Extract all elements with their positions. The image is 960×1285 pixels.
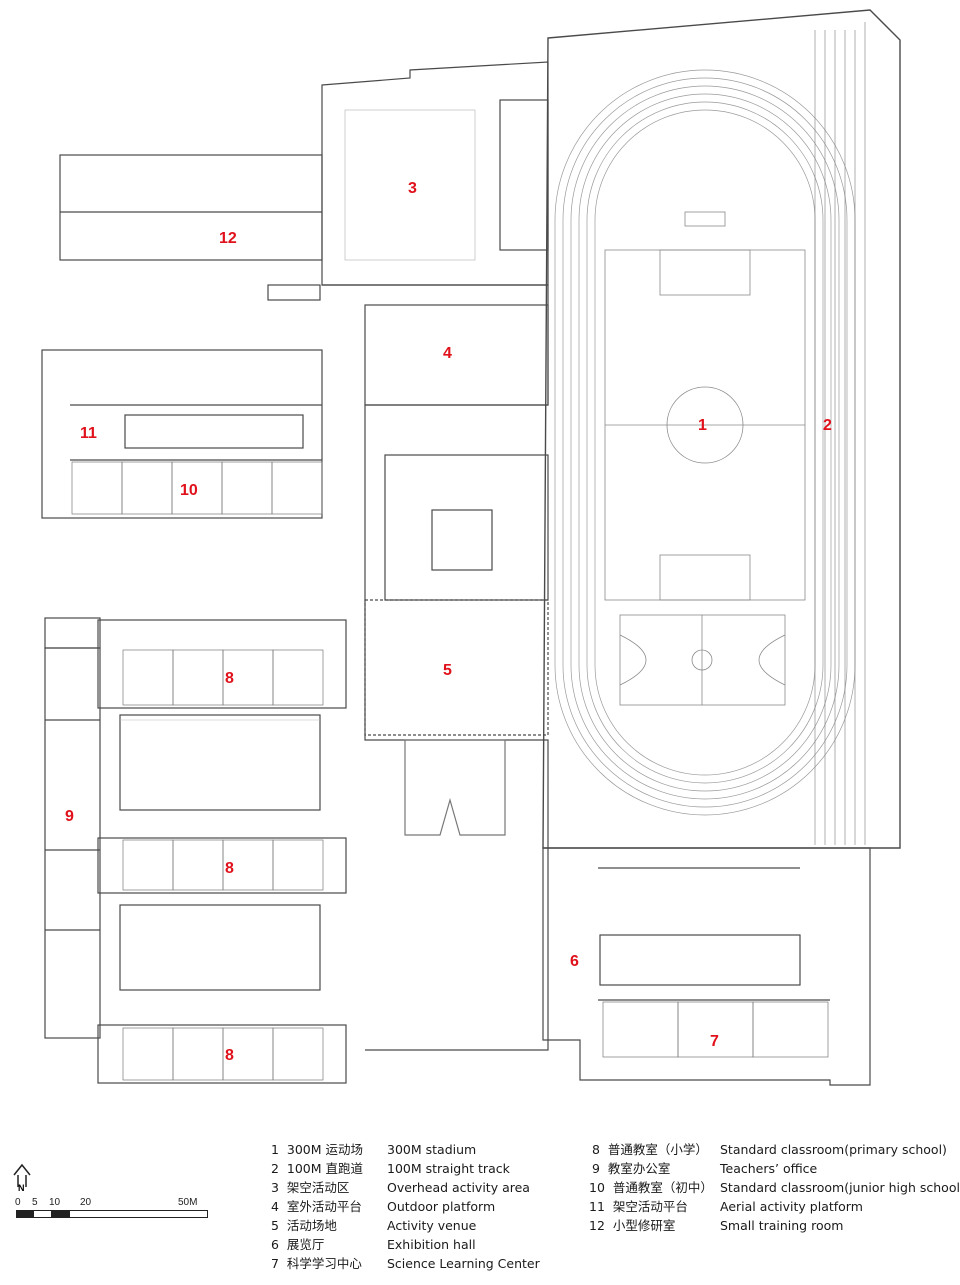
scale-bar: [16, 1210, 208, 1218]
stadium-boundary: [542, 9, 901, 849]
label-3: 3: [408, 180, 417, 197]
block-8-a: [97, 619, 347, 709]
label-1: 1: [698, 417, 707, 434]
label-8-a: 8: [225, 670, 234, 687]
north-arrow: N: [12, 1163, 32, 1197]
classrooms-10: [71, 461, 323, 515]
basketball-court: [619, 614, 786, 706]
block-12: [59, 154, 323, 261]
legend-item-7-en: Science Learning Center: [387, 1256, 540, 1271]
block-11: [41, 349, 323, 519]
straight-track: [814, 22, 866, 845]
legend-item-12-en: Small training room: [720, 1218, 844, 1233]
scale-tick-5: 5: [32, 1197, 38, 1208]
legend-item-10-en: Standard classroom(junior high school): [720, 1180, 960, 1195]
north-label: N: [18, 1183, 25, 1193]
legend-item-12: 12 小型修研室: [589, 1218, 676, 1233]
legend-item-2: 2 100M 直跑道: [271, 1161, 364, 1176]
block-5: [364, 599, 549, 736]
label-7: 7: [710, 1033, 719, 1050]
label-9: 9: [65, 808, 74, 825]
classrooms-7: [602, 1001, 829, 1058]
legend-item-5: 5 活动场地: [271, 1218, 337, 1233]
legend-item-1-en: 300M stadium: [387, 1142, 477, 1157]
legend-item-11: 11 架空活动平台: [589, 1199, 688, 1214]
scale-tick-20: 20: [80, 1197, 92, 1208]
legend-item-7: 7 科学学习中心: [271, 1256, 362, 1271]
floor-plan: 1 2 3 4 5 6 7 8 8 8 9 10 11 12: [41, 9, 901, 1086]
legend-item-4: 4 室外活动平台: [271, 1199, 362, 1214]
legend-item-11-en: Aerial activity platform: [720, 1199, 863, 1214]
legend-item-9: 9 教室办公室: [592, 1161, 671, 1176]
label-10: 10: [180, 482, 198, 499]
scale-tick-10: 10: [49, 1197, 61, 1208]
legend-item-10: 10 普通教室（初中）: [589, 1180, 713, 1195]
running-track: [554, 69, 856, 816]
block-4: [364, 304, 549, 406]
legend-item-8: 8 普通教室（小学）: [592, 1142, 708, 1157]
legend-item-8-en: Standard classroom(primary school): [720, 1142, 947, 1157]
block-8-c: [97, 1024, 347, 1084]
label-4: 4: [443, 345, 452, 362]
block-3: [321, 61, 549, 286]
label-8-c: 8: [225, 1047, 234, 1064]
label-12: 12: [219, 230, 237, 247]
legend-item-3: 3 架空活动区: [271, 1180, 350, 1195]
scale-tick-50: 50M: [178, 1197, 198, 1208]
legend-item-3-en: Overhead activity area: [387, 1180, 530, 1195]
label-11: 11: [80, 425, 97, 442]
legend-item-4-en: Outdoor platform: [387, 1199, 496, 1214]
legend-item-5-en: Activity venue: [387, 1218, 477, 1233]
label-6: 6: [570, 953, 579, 970]
legend-item-6-en: Exhibition hall: [387, 1237, 476, 1252]
area-labels: 1 2 3 4 5 6 7 8 8 8 9 10 11 12: [65, 180, 832, 1064]
central-stair: [404, 739, 506, 836]
legend: 1 300M 运动场 300M stadium 2 100M 直跑道 100M …: [0, 1130, 960, 1285]
legend-item-2-en: 100M straight track: [387, 1161, 510, 1176]
block-8-b: [97, 837, 347, 894]
central-spine: [322, 284, 549, 1051]
legend-item-6: 6 展览厅: [271, 1237, 325, 1252]
scale-tick-0: 0: [15, 1197, 21, 1208]
legend-item-1: 1 300M 运动场: [271, 1142, 364, 1157]
label-8-b: 8: [225, 860, 234, 877]
block-6-7: [542, 847, 871, 1086]
block-9: [44, 647, 101, 1039]
label-2: 2: [823, 417, 832, 434]
legend-item-9-en: Teachers’ office: [720, 1161, 818, 1176]
football-field: [604, 211, 806, 601]
label-5: 5: [443, 662, 452, 679]
